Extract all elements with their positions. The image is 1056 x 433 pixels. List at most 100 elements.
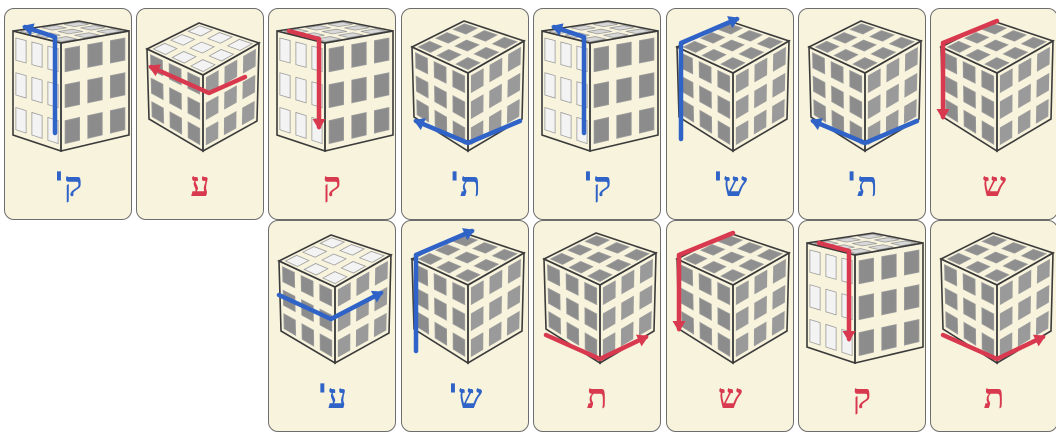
cube-sticker <box>434 274 446 296</box>
cube-sticker <box>352 42 367 67</box>
cube-sticker <box>850 70 862 92</box>
cube-sticker <box>329 82 344 108</box>
move-letter: ת' <box>799 165 925 205</box>
cube-illustration <box>931 221 1056 371</box>
cube-illustration <box>402 221 529 371</box>
cube-sticker <box>605 243 629 254</box>
cube-sticker <box>437 261 461 273</box>
cube-sticker <box>905 74 917 97</box>
cube-sticker <box>617 42 632 67</box>
cube-sticker <box>280 73 290 98</box>
cube-sticker <box>508 260 520 283</box>
move-letter: ש <box>667 377 793 417</box>
move-card: ק <box>268 8 396 220</box>
cube-sticker <box>718 70 730 92</box>
cube-illustration <box>667 221 794 371</box>
cube-sticker <box>490 58 502 81</box>
cube-sticker <box>736 333 748 356</box>
cube-sticker <box>569 261 593 273</box>
cube-sticker <box>188 122 200 145</box>
cube-sticker <box>170 88 182 110</box>
move-letter: ק <box>799 377 925 417</box>
cube-sticker <box>1018 110 1030 133</box>
cube-sticker <box>904 285 919 310</box>
cube-sticker <box>88 42 103 67</box>
cube-sticker <box>831 62 843 84</box>
cube-illustration <box>269 221 396 371</box>
cube-sticker <box>453 282 465 304</box>
cube-sticker <box>561 42 571 67</box>
cube-sticker <box>640 286 652 309</box>
move-letter: ק <box>269 165 395 205</box>
cube-sticker <box>700 86 712 108</box>
cube-sticker <box>489 322 501 345</box>
cube-sticker <box>471 333 483 356</box>
cube-sticker <box>755 296 767 319</box>
move-letter: ת <box>534 377 660 417</box>
cube-sticker <box>453 308 465 331</box>
cube-sticker <box>490 270 502 293</box>
cube-sticker <box>594 117 609 143</box>
cube-sticker <box>982 96 994 119</box>
cube-sticker <box>1019 84 1031 107</box>
cube-sticker <box>718 282 730 304</box>
cube-sticker <box>375 262 387 285</box>
cube-sticker <box>65 82 80 108</box>
cube-sticker <box>16 107 26 133</box>
cube-sticker <box>508 48 520 71</box>
cube-sticker <box>284 314 296 336</box>
cube-sticker <box>170 112 182 134</box>
cube-sticker <box>617 77 632 103</box>
cube-sticker <box>852 40 876 51</box>
cube-sticker <box>508 74 520 97</box>
cube-sticker <box>736 95 748 118</box>
cube-sticker <box>1037 286 1049 309</box>
cube-sticker <box>810 285 820 310</box>
cube-sticker <box>887 58 899 81</box>
cube-sticker <box>736 281 748 304</box>
cube-sticker <box>280 38 290 63</box>
move-card: ת <box>930 220 1056 432</box>
cube-sticker <box>966 49 990 61</box>
cube-sticker <box>736 307 748 330</box>
cube-sticker <box>832 86 844 108</box>
move-card: ש <box>930 8 1056 220</box>
cube-sticker <box>453 333 465 356</box>
cube-sticker <box>700 110 712 133</box>
cube-sticker <box>617 112 632 138</box>
cube-sticker <box>720 252 744 263</box>
cube-sticker <box>755 84 767 107</box>
cube-sticker <box>566 274 578 296</box>
cube-sticker <box>88 77 103 103</box>
cube-sticker <box>151 78 163 99</box>
cube-sticker <box>435 322 447 345</box>
move-card: ת <box>533 220 661 432</box>
move-card: ק <box>798 220 926 432</box>
cube-sticker <box>945 76 957 98</box>
cube-sticker <box>1000 307 1012 330</box>
cube-sticker <box>206 122 218 145</box>
cube-sticker <box>681 288 693 310</box>
cube-sticker <box>322 29 347 34</box>
cube-illustration <box>534 221 661 371</box>
cube-sticker <box>453 96 465 119</box>
cube-sticker <box>1002 243 1026 254</box>
move-letter: ש' <box>402 377 528 417</box>
cube-sticker <box>702 49 726 61</box>
cube-sticker <box>699 62 711 84</box>
cube-sticker <box>964 110 976 133</box>
cube-sticker <box>224 112 236 135</box>
cube-sticker <box>561 112 571 138</box>
cube-sticker <box>982 121 994 144</box>
cube-sticker <box>567 298 579 320</box>
cube-sticker <box>904 100 916 123</box>
cube-sticker <box>639 312 651 335</box>
move-card: ש <box>666 220 794 432</box>
cube-sticker <box>172 51 196 63</box>
cube-sticker <box>736 69 748 92</box>
cube-sticker <box>415 53 427 74</box>
cube-sticker <box>473 243 497 254</box>
cube-sticker <box>587 252 611 263</box>
cube-sticker <box>813 76 825 98</box>
